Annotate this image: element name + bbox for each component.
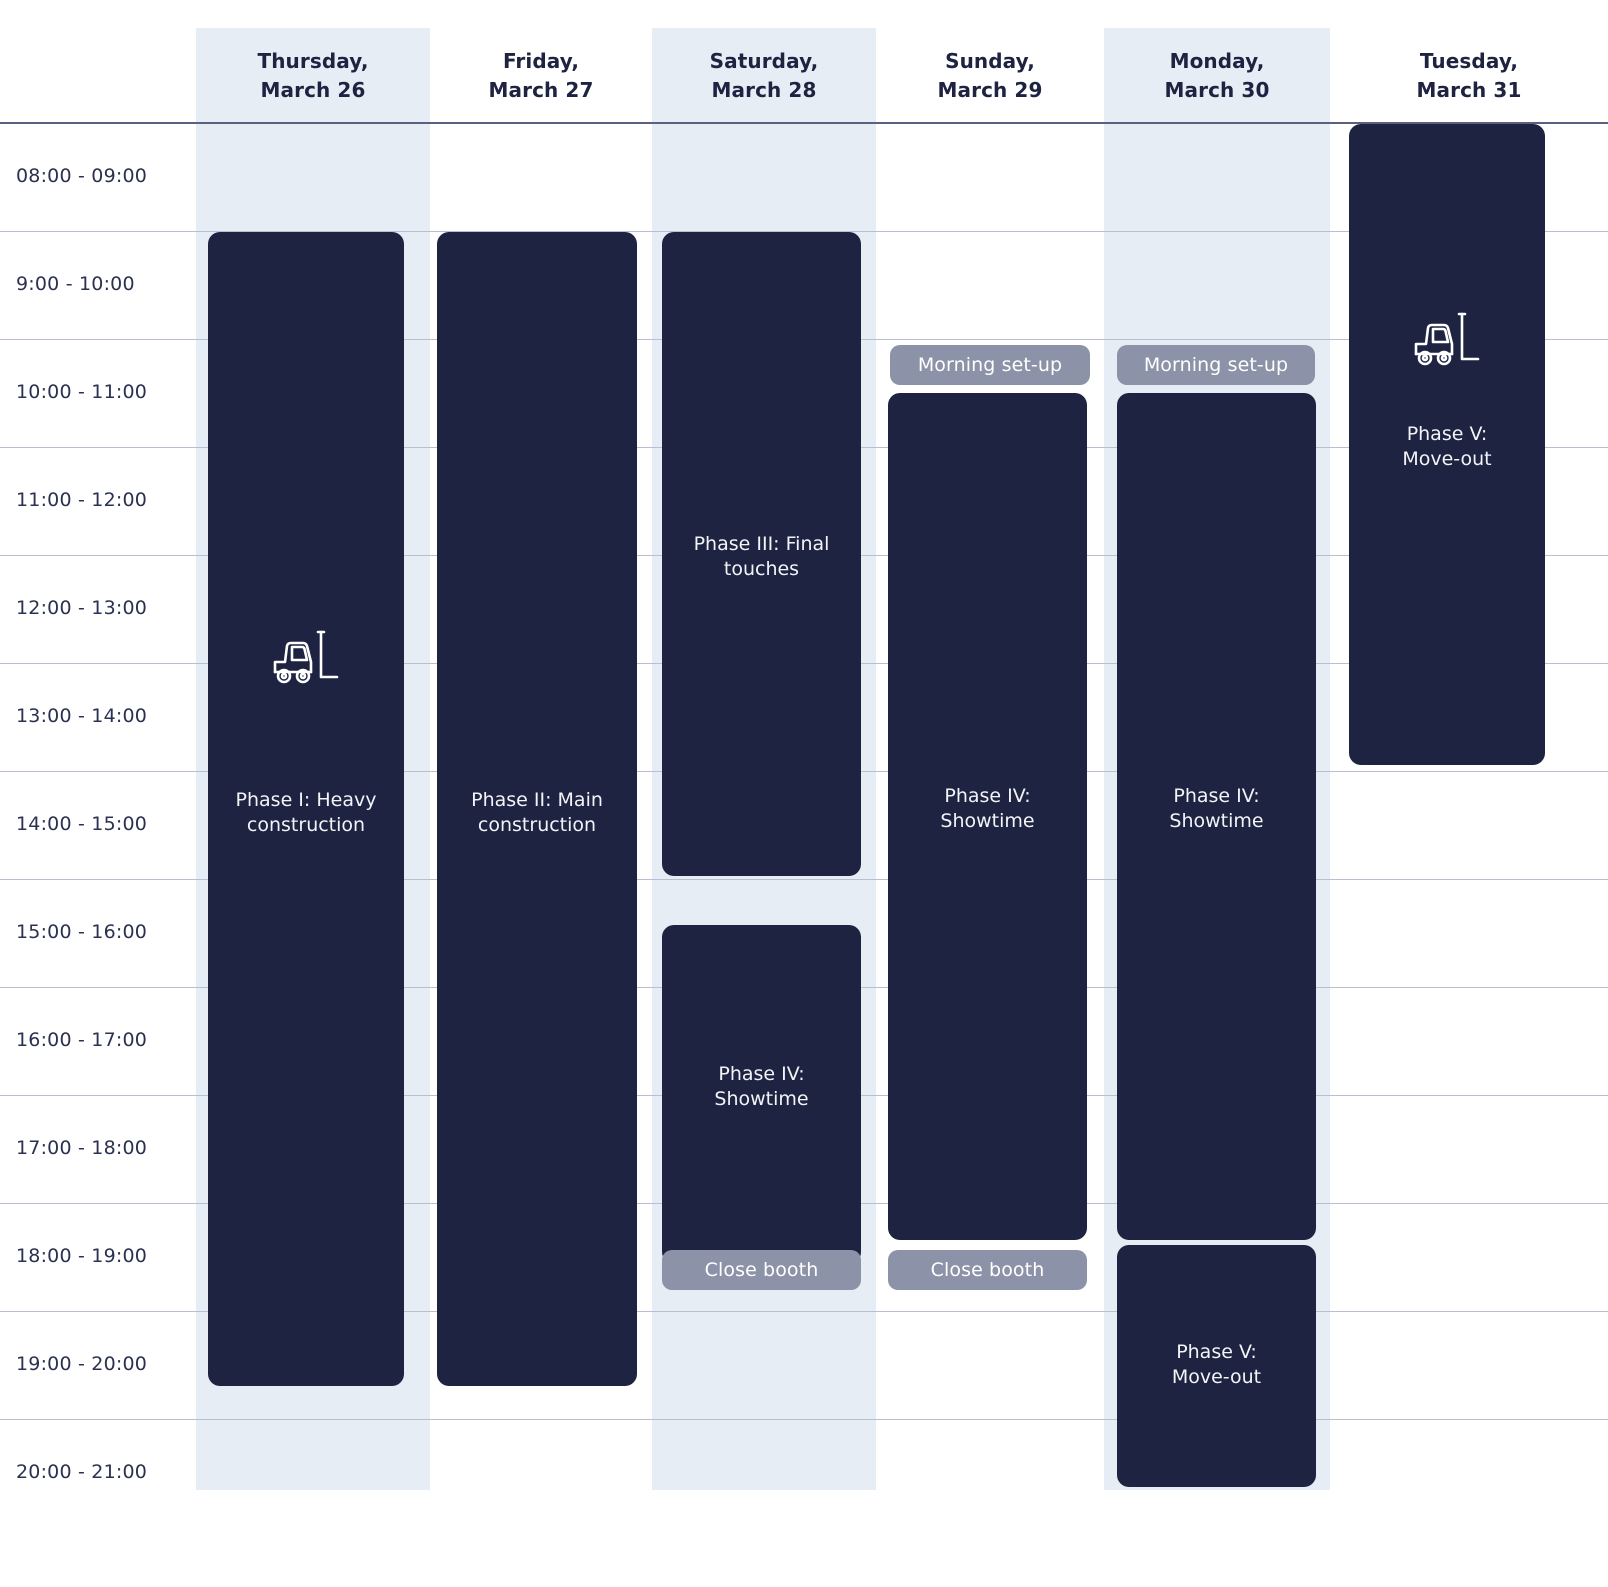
event-title: Phase V: Move-out: [1402, 423, 1492, 471]
badge-sun-morning-setup[interactable]: Morning set-up: [890, 345, 1090, 385]
event-title: Phase III: Final touches: [693, 533, 830, 581]
time-slot-label-7: 15:00 - 16:00: [16, 921, 148, 943]
day-name: Tuesday,: [1419, 49, 1519, 74]
day-name: Thursday,: [257, 49, 369, 74]
forklift-icon: [1414, 312, 1480, 366]
event-block-tue-phase5[interactable]: Phase V: Move-out: [1349, 124, 1545, 765]
badge-sun-close-booth[interactable]: Close booth: [888, 1250, 1087, 1290]
day-date: March 29: [937, 77, 1043, 102]
forklift-icon: [273, 630, 339, 684]
day-header-2[interactable]: Saturday, March 28: [652, 28, 876, 123]
day-date: March 28: [711, 77, 817, 102]
event-block-sun-phase4[interactable]: Phase IV: Showtime: [888, 393, 1087, 1240]
day-header-1[interactable]: Friday, March 27: [430, 28, 652, 123]
event-title: Phase I: Heavy construction: [235, 789, 377, 837]
day-name: Friday,: [502, 49, 580, 74]
grid-row-line: [0, 1311, 1608, 1312]
event-title: Phase IV: Showtime: [714, 1063, 809, 1111]
event-block-sat-phase4[interactable]: Phase IV: Showtime: [662, 925, 861, 1264]
forklift-icon: [208, 622, 404, 694]
forklift-icon: [1349, 304, 1545, 376]
time-slot-label-2: 10:00 - 11:00: [16, 381, 148, 403]
day-header-4[interactable]: Monday, March 30: [1104, 28, 1330, 123]
event-title: Phase V: Move-out: [1171, 1341, 1262, 1389]
grid-row-line: [0, 1419, 1608, 1420]
event-title: Phase II: Main construction: [471, 789, 603, 837]
event-block-thu-phase1[interactable]: Phase I: Heavy construction: [208, 232, 404, 1386]
event-block-fri-phase2[interactable]: Phase II: Main construction: [437, 232, 637, 1386]
time-slot-label-10: 18:00 - 19:00: [16, 1245, 148, 1267]
day-name: Monday,: [1169, 49, 1265, 74]
day-header-0[interactable]: Thursday, March 26: [196, 28, 430, 123]
time-slot-label-3: 11:00 - 12:00: [16, 489, 148, 511]
day-header-5[interactable]: Tuesday, March 31: [1330, 28, 1608, 123]
time-slot-label-11: 19:00 - 20:00: [16, 1353, 148, 1375]
day-date: March 26: [260, 77, 366, 102]
badge-sat-close-booth[interactable]: Close booth: [662, 1250, 861, 1290]
time-slot-label-8: 16:00 - 17:00: [16, 1029, 148, 1051]
grid-row-line: [0, 231, 1608, 232]
time-slot-label-1: 9:00 - 10:00: [16, 273, 135, 295]
time-slot-label-5: 13:00 - 14:00: [16, 705, 148, 727]
time-slot-label-9: 17:00 - 18:00: [16, 1137, 148, 1159]
day-header-3[interactable]: Sunday, March 29: [876, 28, 1104, 123]
day-header-row: Thursday, March 26 Friday, March 27 Saturday…: [0, 28, 1608, 123]
time-slot-label-0: 08:00 - 09:00: [16, 165, 148, 187]
event-block-sat-phase3[interactable]: Phase III: Final touches: [662, 232, 861, 876]
day-name: Saturday,: [709, 49, 819, 74]
event-title: Phase IV: Showtime: [940, 785, 1035, 833]
day-date: March 31: [1416, 77, 1522, 102]
event-block-mon-phase4[interactable]: Phase IV: Showtime: [1117, 393, 1316, 1240]
time-slot-label-12: 20:00 - 21:00: [16, 1461, 148, 1483]
day-date: March 27: [488, 77, 594, 102]
badge-mon-morning-setup[interactable]: Morning set-up: [1117, 345, 1315, 385]
time-slot-label-6: 14:00 - 15:00: [16, 813, 148, 835]
day-date: March 30: [1164, 77, 1270, 102]
event-block-mon-phase5[interactable]: Phase V: Move-out: [1117, 1245, 1316, 1487]
grid-row-line: [0, 879, 1608, 880]
time-slot-label-4: 12:00 - 13:00: [16, 597, 148, 619]
event-title: Phase IV: Showtime: [1169, 785, 1264, 833]
day-name: Sunday,: [945, 49, 1035, 74]
header-separator: [0, 122, 1608, 124]
